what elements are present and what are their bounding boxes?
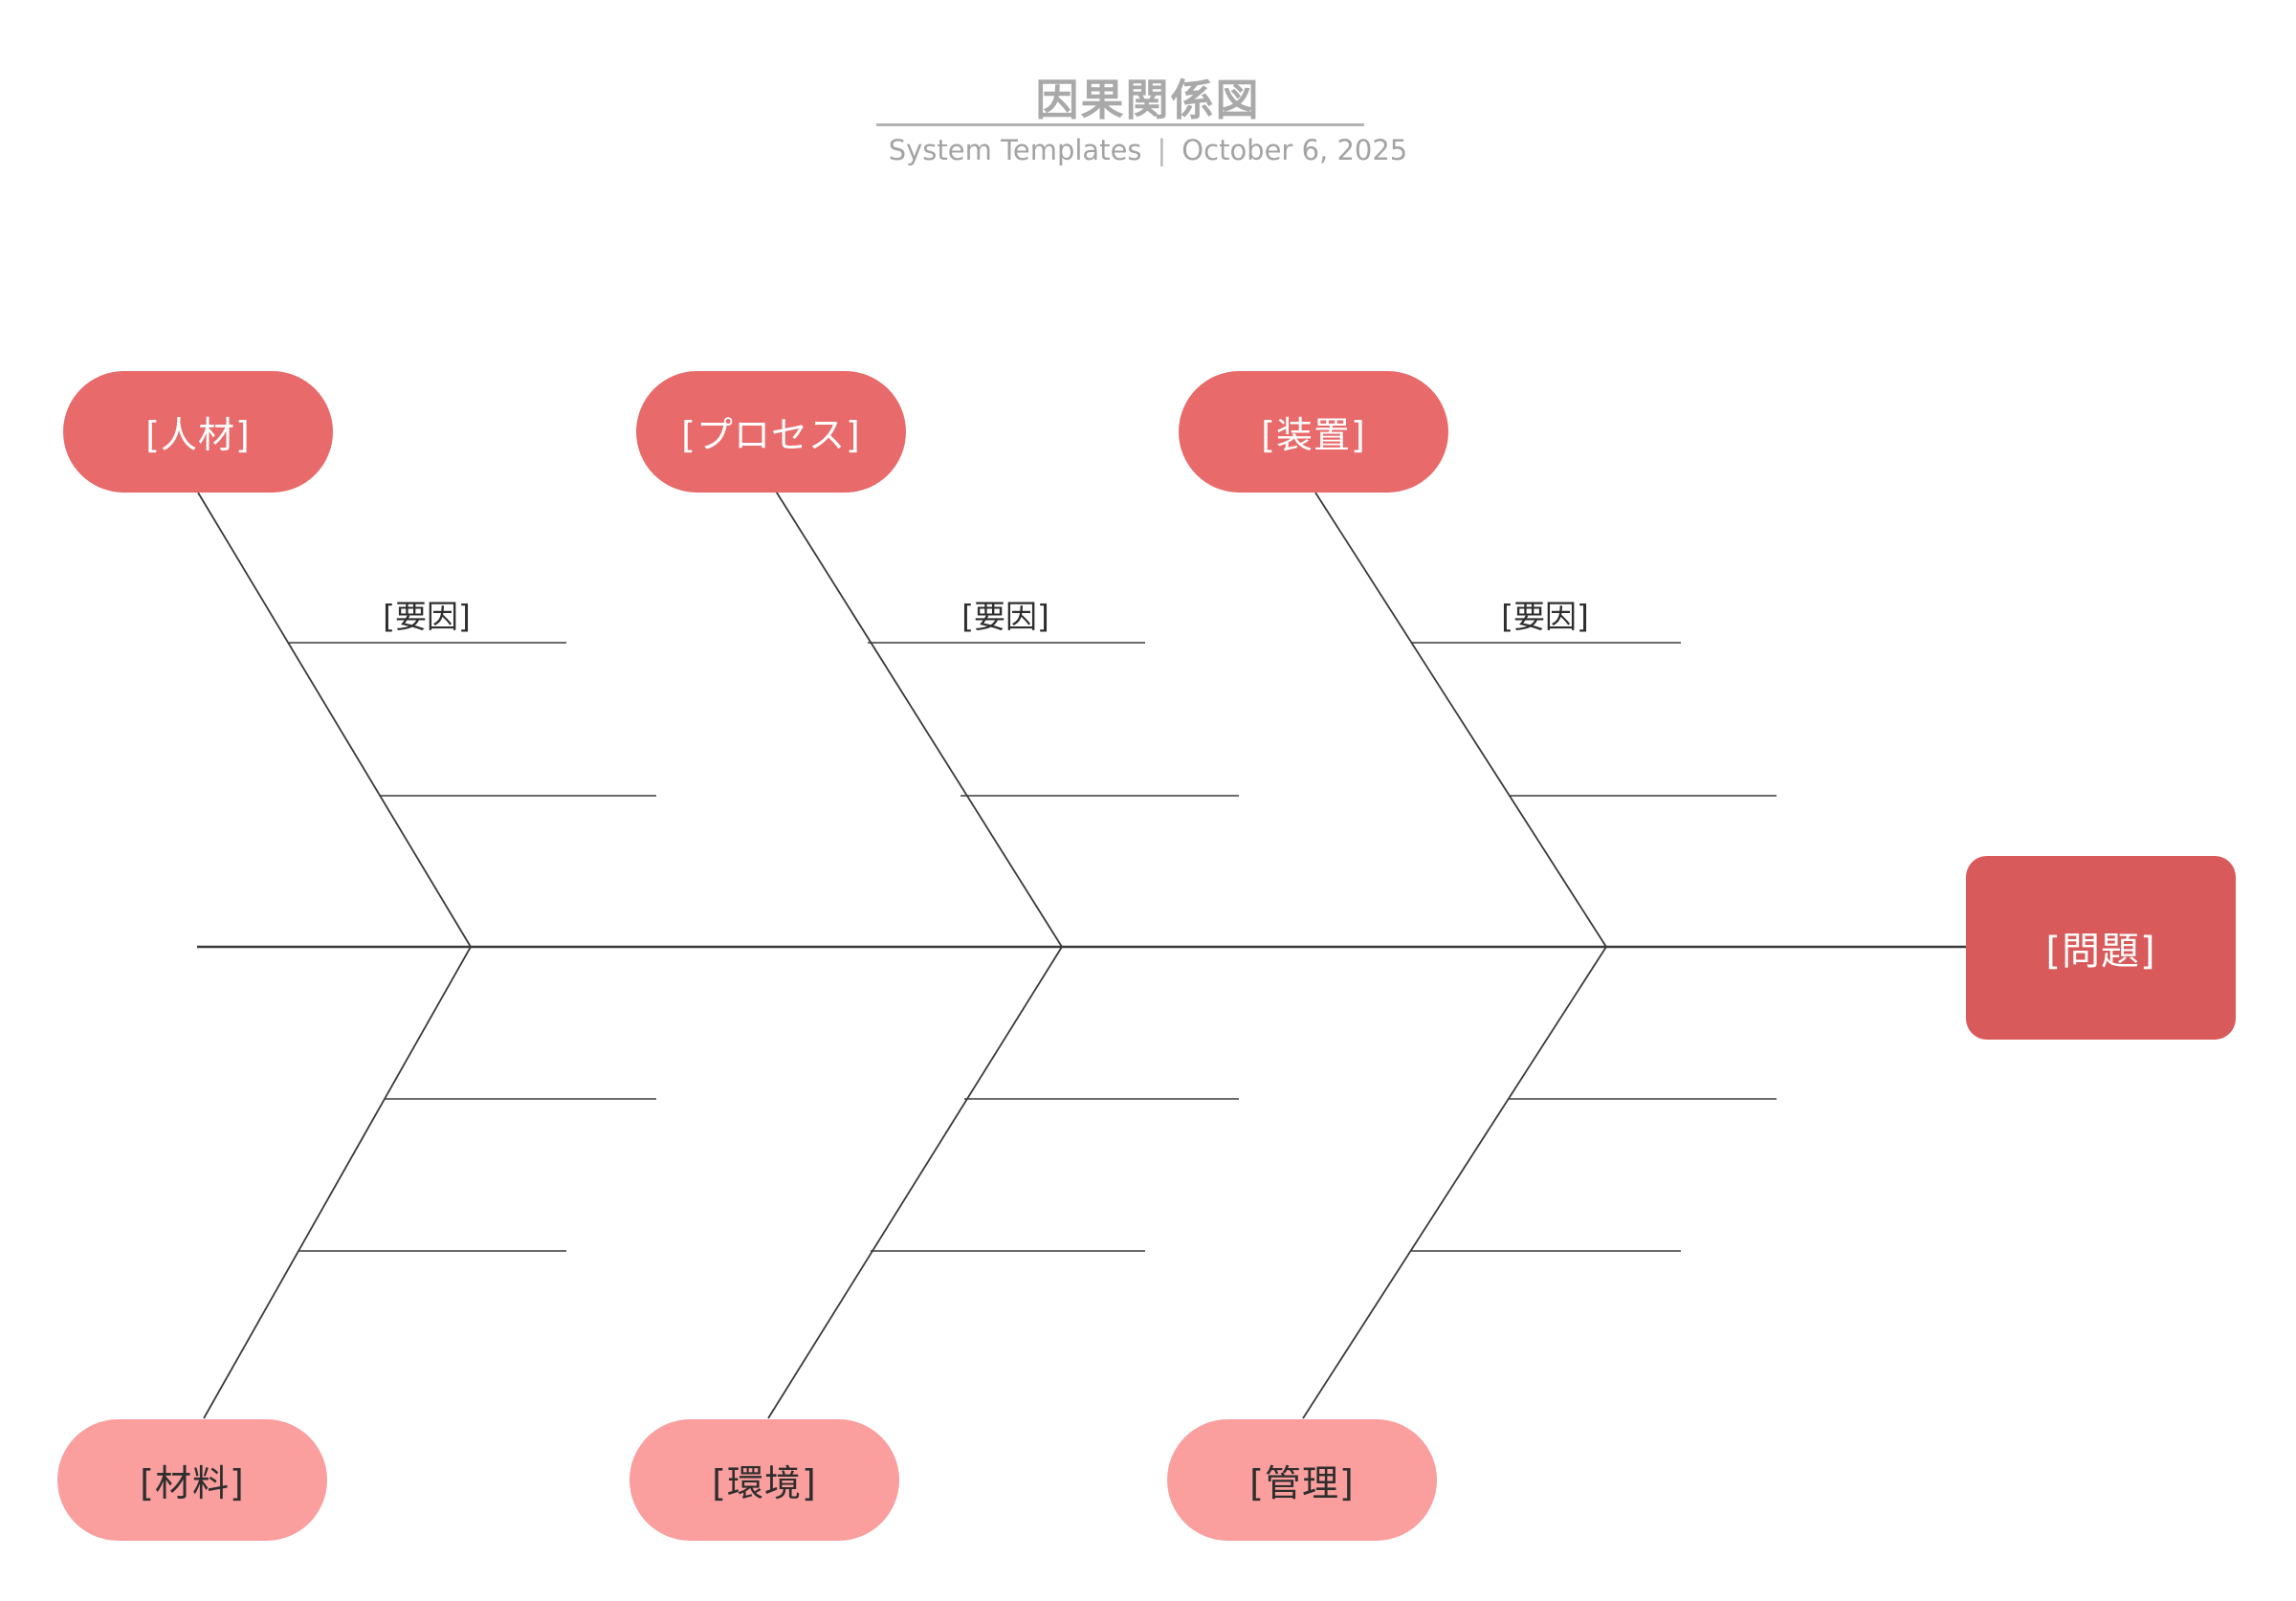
bone-environment — [767, 946, 1063, 1419]
title-divider-line — [876, 123, 1364, 126]
subtitle-separator: | — [1157, 134, 1167, 166]
category-node-management[interactable]: [管理] — [1167, 1419, 1437, 1541]
category-label: [管理] — [1249, 1462, 1355, 1504]
bone-management — [1302, 946, 1607, 1419]
diagram-title: 因果関係図 — [1035, 75, 1261, 125]
problem-node[interactable]: [問題] — [1966, 856, 2236, 1040]
category-label: [人材] — [145, 414, 251, 456]
subtitle-source: System Templates — [888, 134, 1142, 166]
factor-label-equipment[interactable]: [要因] — [1501, 598, 1589, 635]
category-node-personnel[interactable]: [人材] — [63, 371, 333, 493]
factor-label-process[interactable]: [要因] — [961, 598, 1049, 635]
category-node-environment[interactable]: [環境] — [629, 1419, 899, 1541]
category-node-process[interactable]: [プロセス] — [636, 371, 906, 493]
category-node-materials[interactable]: [材料] — [57, 1419, 327, 1541]
subtitle-date: October 6, 2025 — [1181, 134, 1408, 166]
category-label: [材料] — [140, 1462, 245, 1504]
diagram-subtitle: System Templates | October 6, 2025 — [0, 134, 2296, 166]
bone-equipment — [1314, 492, 1607, 948]
category-label: [プロセス] — [681, 414, 861, 456]
bone-process — [774, 489, 1063, 948]
bone-personnel — [197, 492, 472, 948]
category-label: [装置] — [1261, 414, 1366, 456]
factor-label-personnel[interactable]: [要因] — [383, 598, 471, 635]
problem-label: [問題] — [2045, 930, 2156, 974]
category-node-equipment[interactable]: [装置] — [1179, 371, 1448, 493]
category-label: [環境] — [712, 1462, 817, 1504]
bone-materials — [203, 946, 472, 1419]
